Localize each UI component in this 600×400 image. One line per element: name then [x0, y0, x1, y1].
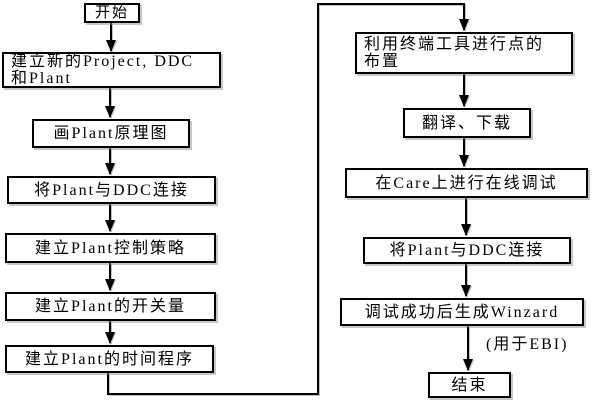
node-label: 将Plant与DDC连接 — [34, 181, 189, 199]
node-label: 和Plant — [11, 70, 72, 87]
node-terminal-points: 利用终端工具进行点的 布置 — [355, 32, 573, 74]
node-label: 建立Plant控制策略 — [35, 239, 186, 257]
node-create-project: 建立新的Project, DDC 和Plant — [2, 52, 221, 88]
node-control-strategy: 建立Plant控制策略 — [5, 233, 216, 263]
node-connect-plant-ddc-right: 将Plant与DDC连接 — [363, 237, 571, 264]
node-label: 将Plant与DDC连接 — [389, 242, 545, 259]
node-label: 布置 — [364, 53, 401, 70]
node-generate-winzard: 调试成功后生成Winzard — [340, 298, 584, 326]
node-start: 开始 — [84, 3, 140, 23]
node-label: 利用终端工具进行点的 — [364, 36, 545, 53]
node-label: 画Plant原理图 — [53, 125, 169, 142]
node-switch-values: 建立Plant的开关量 — [5, 292, 216, 321]
node-time-program: 建立Plant的时间程序 — [5, 345, 214, 373]
connector-time-program-to-terminal-points — [107, 3, 469, 395]
node-connect-plant-ddc-left: 将Plant与DDC连接 — [7, 176, 216, 204]
node-label: 结束 — [451, 376, 488, 394]
node-label: 建立Plant的时间程序 — [25, 350, 194, 368]
node-label: 翻译、下载 — [421, 114, 512, 132]
node-end: 结束 — [428, 372, 511, 398]
node-label: 在Care上进行在线调试 — [375, 174, 558, 192]
node-label: 开始 — [94, 4, 129, 21]
node-label: 调试成功后生成Winzard — [364, 303, 560, 321]
node-label: 建立新的Project, DDC — [11, 53, 195, 70]
winzard-note: (用于EBI) — [486, 336, 569, 353]
node-draw-plant: 画Plant原理图 — [32, 119, 190, 148]
node-care-online-debug: 在Care上进行在线调试 — [345, 168, 588, 198]
node-translate-download: 翻译、下载 — [403, 108, 531, 138]
node-label: 建立Plant的开关量 — [35, 298, 186, 315]
